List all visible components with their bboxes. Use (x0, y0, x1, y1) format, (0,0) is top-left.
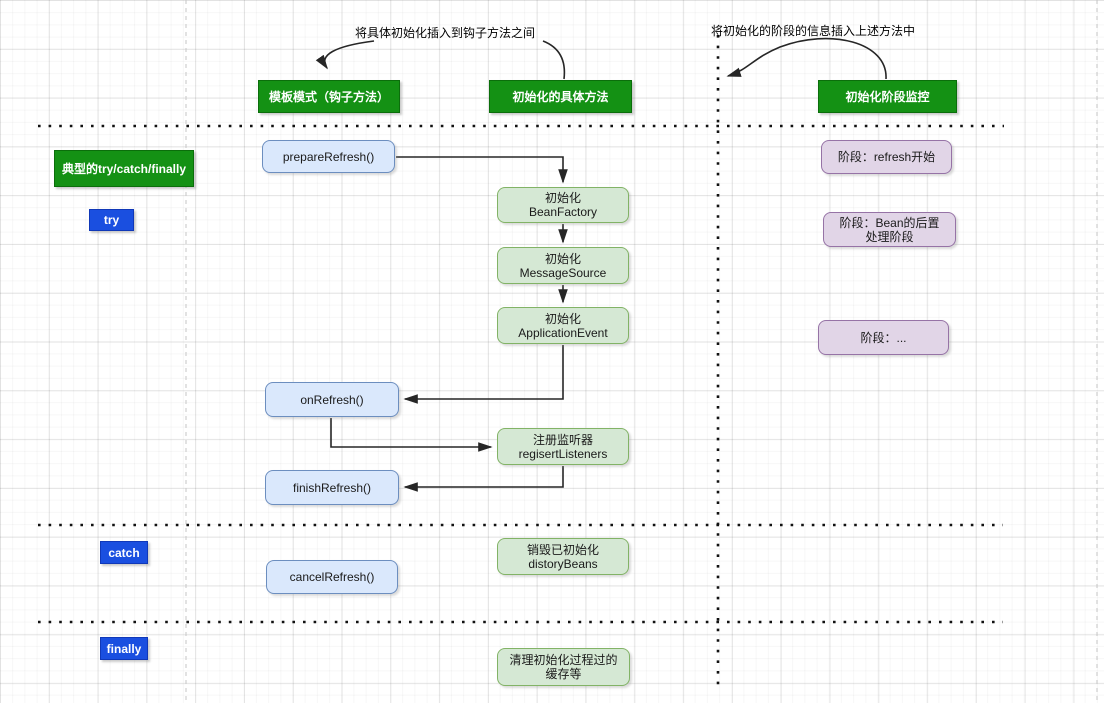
arrow-onrefresh-to-listeners (330, 418, 493, 452)
node-init-applicationevent: 初始化 ApplicationEvent (497, 307, 629, 344)
arrow-applicationevent-to-onrefresh (403, 345, 564, 404)
node-line: regisertListeners (518, 446, 608, 461)
annotation-stage-note: 将初始化的阶段的信息插入上述方法中 (711, 24, 916, 38)
label-finally-keyword: finally (100, 637, 148, 660)
arrow-prepare-to-beanfactory (396, 156, 568, 184)
label-catch-keyword: catch (100, 541, 148, 564)
column-header-template-pattern: 模板模式（钩子方法） (258, 80, 400, 113)
node-line: 处理阶段 (865, 229, 914, 244)
node-line: ApplicationEvent (518, 325, 608, 340)
node-cleanup-cache: 清理初始化过程过的 缓存等 (497, 648, 630, 686)
node-register-listeners: 注册监听器 regisertListeners (497, 428, 629, 465)
annotation-hook-note: 将具体初始化插入到钩子方法之间 (355, 26, 536, 40)
node-finish-refresh: finishRefresh() (265, 470, 399, 505)
node-line: 注册监听器 (532, 432, 593, 447)
node-prepare-refresh: prepareRefresh() (262, 140, 395, 173)
label-try-catch-finally-title: 典型的try/catch/finally (54, 150, 194, 187)
label-try-keyword: try (89, 209, 134, 231)
node-line: 初始化 (544, 251, 581, 266)
node-line: 销毁已初始化 (526, 542, 599, 557)
node-line: 缓存等 (545, 667, 582, 681)
node-stage-ellipsis: 阶段：... (818, 320, 949, 355)
node-destroy-beans: 销毁已初始化 distoryBeans (497, 538, 629, 575)
arrow-listeners-to-finishrefresh (403, 466, 564, 492)
node-line: 初始化 (544, 311, 581, 326)
node-stage-refresh-start: 阶段：refresh开始 (821, 140, 952, 174)
column-header-stage-monitor: 初始化阶段监控 (818, 80, 957, 113)
node-line: 阶段：Bean的后置 (839, 215, 940, 230)
node-line: MessageSource (519, 265, 607, 280)
node-cancel-refresh: cancelRefresh() (266, 560, 398, 594)
node-stage-bean-postprocess: 阶段：Bean的后置 处理阶段 (823, 212, 956, 247)
arrow-monitor-to-divider (726, 37, 887, 80)
node-line: 初始化 (544, 191, 581, 205)
arrow-note-to-template (315, 40, 375, 70)
column-header-concrete-methods: 初始化的具体方法 (489, 80, 632, 113)
node-init-beanfactory: 初始化 BeanFactory (497, 187, 629, 223)
node-line: 清理初始化过程过的 (509, 653, 618, 667)
node-line: distoryBeans (528, 556, 598, 571)
node-on-refresh: onRefresh() (265, 382, 399, 417)
node-line: BeanFactory (528, 205, 598, 219)
arrow-note-to-concrete (542, 40, 566, 80)
node-init-messagesource: 初始化 MessageSource (497, 247, 629, 284)
